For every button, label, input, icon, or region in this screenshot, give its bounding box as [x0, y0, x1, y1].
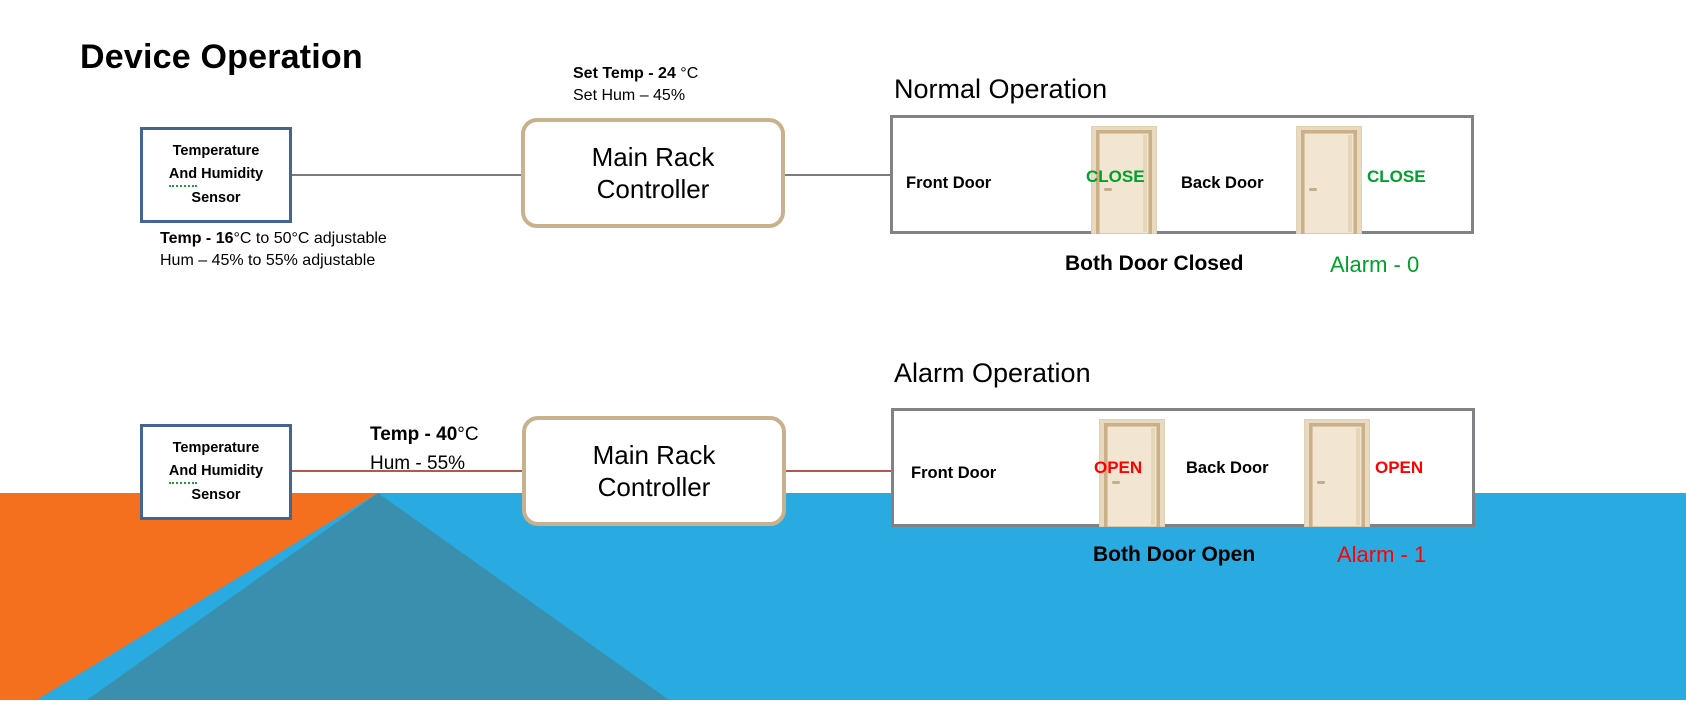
sensor-range-annotation: Temp - 16°C to 50°C adjustable Hum – 45%…	[160, 228, 387, 271]
back-door-state-normal: CLOSE	[1367, 167, 1426, 186]
controller-line-2: Controller	[597, 472, 711, 502]
setpoint-temp: Set Temp - 24 °C	[573, 63, 698, 85]
controller-label-alarm: Main Rack Controller	[593, 439, 716, 504]
back-door-label-alarm: Back Door	[1186, 459, 1269, 477]
sensor-line-1: Temperature	[172, 440, 260, 457]
sensor-word-and: And	[168, 460, 198, 485]
normal-operation-title: Normal Operation	[894, 74, 1108, 104]
normal-summary-text: Both Door Closed	[1065, 252, 1244, 275]
main-rack-controller-alarm[interactable]: Main Rack Controller	[522, 416, 786, 526]
alarm-hum-reading: Hum - 55%	[370, 452, 466, 474]
back-door-state-alarm: OPEN	[1375, 458, 1424, 477]
front-door-state-normal: CLOSE	[1086, 167, 1145, 186]
normal-alarm-value: Alarm - 0	[1330, 252, 1420, 277]
sensor-line-2: And Humidity	[168, 163, 264, 188]
setpoint-annotation: Set Temp - 24 °C Set Hum – 45%	[573, 63, 698, 106]
setpoint-temp-unit: °C	[680, 65, 699, 82]
sensor-line-1: Temperature	[172, 143, 260, 160]
back-door-icon-normal	[1296, 126, 1362, 234]
controller-line-2: Controller	[596, 174, 710, 204]
sensor-word-humidity: Humidity	[201, 462, 264, 479]
alarm-operation-title: Alarm Operation	[894, 358, 1091, 388]
connector-sensor-to-controller-alarm	[292, 470, 524, 472]
controller-line-1: Main Rack	[591, 141, 715, 172]
temperature-humidity-sensor-normal[interactable]: Temperature And Humidity Sensor	[140, 127, 292, 223]
setpoint-temp-bold: Set Temp - 24	[573, 65, 676, 82]
sensor-word-humidity: Humidity	[201, 165, 264, 182]
back-door-label-normal: Back Door	[1181, 174, 1264, 192]
sensor-temp-range-rest: °C to 50°C adjustable	[233, 230, 387, 247]
front-door-state-alarm: OPEN	[1094, 458, 1143, 477]
sensor-temp-range-bold: Temp - 16	[160, 230, 234, 247]
sensor-line-2: And Humidity	[168, 460, 264, 485]
connector-controller-to-panel-alarm	[786, 470, 892, 472]
main-rack-controller-normal[interactable]: Main Rack Controller	[521, 118, 785, 228]
alarm-temp-reading: Temp - 40°C	[370, 421, 479, 450]
sensor-hum-range: Hum – 45% to 55% adjustable	[160, 251, 376, 269]
front-door-label-alarm: Front Door	[911, 464, 997, 482]
connector-sensor-to-controller-normal	[292, 174, 522, 176]
setpoint-hum: Set Hum – 45%	[573, 86, 686, 104]
sensor-temp-range: Temp - 16°C to 50°C adjustable	[160, 228, 387, 250]
sensor-word-and: And	[168, 163, 198, 188]
normal-operation-panel	[890, 115, 1474, 234]
front-door-label-normal: Front Door	[906, 174, 992, 192]
sensor-line-3: Sensor	[191, 487, 241, 504]
controller-line-1: Main Rack	[592, 439, 716, 470]
front-door-icon-normal	[1091, 126, 1157, 234]
page-title: Device Operation	[80, 38, 363, 76]
controller-label-normal: Main Rack Controller	[592, 141, 715, 206]
alarm-temp-unit: °C	[457, 424, 479, 445]
back-door-icon-alarm	[1304, 419, 1370, 527]
alarm-readings-annotation: Temp - 40°C Hum - 55%	[370, 421, 479, 478]
alarm-summary-text: Both Door Open	[1093, 543, 1256, 566]
alarm-temp-bold: Temp - 40	[370, 424, 458, 445]
alarm-alarm-value: Alarm - 1	[1337, 542, 1427, 567]
sensor-line-3: Sensor	[191, 190, 241, 207]
temperature-humidity-sensor-alarm[interactable]: Temperature And Humidity Sensor	[140, 424, 292, 520]
connector-controller-to-panel-normal	[785, 174, 891, 176]
